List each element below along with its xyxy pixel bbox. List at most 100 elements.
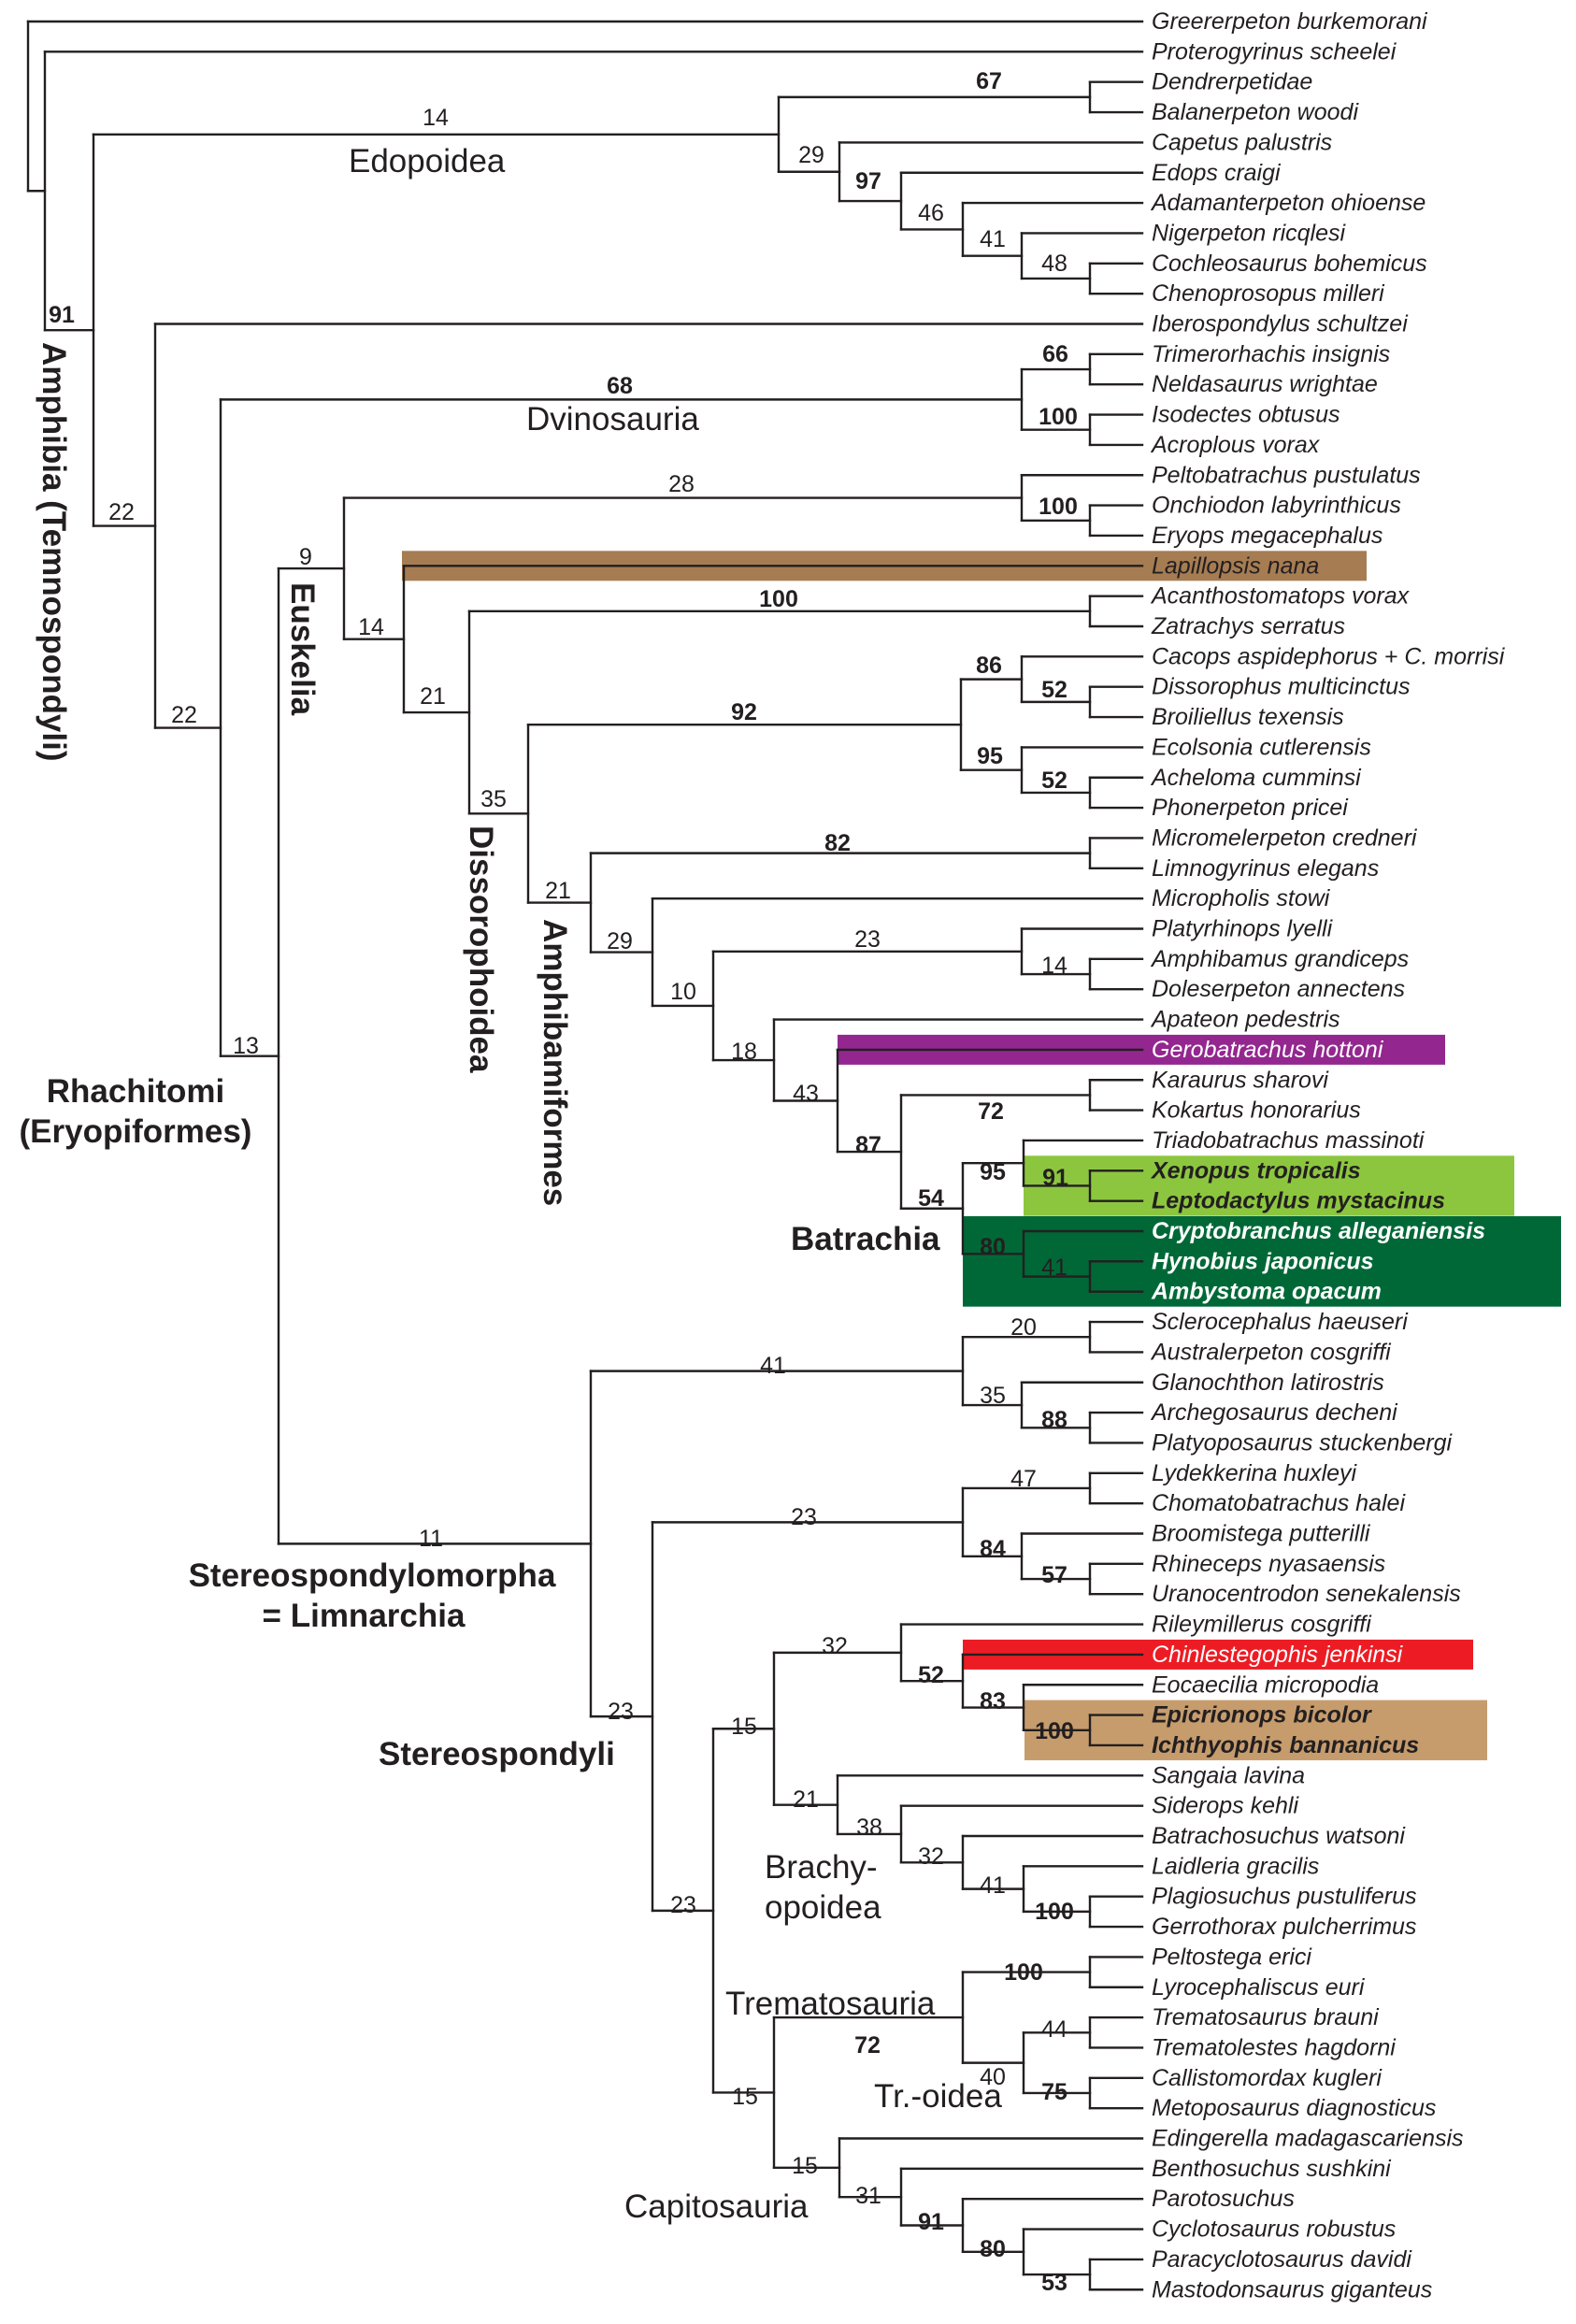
support-value: 21 [793,1786,819,1813]
taxon-label: Chomatobatrachus halei [1152,1490,1406,1516]
taxon-label: Gerobatrachus hottoni [1152,1037,1384,1063]
taxon-label: Parotosuchus [1152,2186,1295,2212]
taxon-label: Nigerpeton ricqlesi [1152,220,1346,246]
support-value: 92 [731,699,757,725]
support-value: 100 [1039,494,1078,520]
support-value: 23 [854,926,881,953]
support-value: 28 [668,471,695,497]
taxon-label: Epicrionops bicolor [1152,1702,1372,1729]
gymnophiona-highlight [1024,1700,1487,1760]
support-value: 10 [670,979,696,1005]
taxon-label: Paracyclotosaurus davidi [1152,2246,1412,2273]
taxon-label: Xenopus tropicalis [1150,1157,1361,1184]
support-value: 100 [759,586,798,612]
taxon-label: Neldasaurus wrightae [1152,371,1378,397]
support-value: 15 [792,2153,818,2179]
support-value: 21 [545,878,571,904]
taxon-label: Sclerocephalus haeuseri [1152,1309,1409,1335]
support-value: 21 [420,683,446,710]
taxon-label: Triadobatrachus massinoti [1152,1127,1426,1154]
clade-label-dissorophoidea: Dissorophoidea [463,825,499,1073]
support-value: 41 [760,1353,786,1379]
taxon-label: Metoposaurus diagnosticus [1152,2095,1436,2121]
clade-label-edopoidea: Edopoidea [349,143,506,179]
clade-label-euskelia: Euskelia [284,582,321,716]
support-value: 40 [980,2064,1006,2090]
taxon-label: Batrachosuchus watsoni [1152,1823,1406,1849]
support-value: 23 [791,1504,817,1530]
support-value: 35 [980,1383,1006,1409]
taxon-label: Onchiodon labyrinthicus [1152,493,1401,519]
taxon-label: Edingerella madagascariensis [1152,2126,1464,2152]
taxon-label: Eryops megacephalus [1152,523,1383,549]
taxon-label: Limnogyrinus elegans [1152,855,1379,882]
support-value: 35 [480,786,507,812]
support-value: 91 [918,2209,944,2235]
clade-labels: Edopoidea Dvinosauria Amphibia (Temnospo… [20,143,1003,2225]
support-value: 23 [608,1699,634,1725]
taxon-label: Australerpeton cosgriffi [1150,1339,1392,1365]
taxon-label: Kokartus honorarius [1152,1097,1361,1124]
support-value: 57 [1041,1562,1067,1588]
support-value: 13 [233,1033,259,1059]
support-value: 32 [918,1843,944,1870]
support-value: 46 [918,200,944,226]
taxon-label: Apateon pedestris [1150,1007,1340,1033]
support-value: 32 [822,1633,848,1659]
support-value: 82 [824,830,851,856]
support-value: 72 [854,2032,881,2059]
clade-label-dvinosauria: Dvinosauria [526,401,699,438]
taxon-label: Mastodonsaurus giganteus [1152,2276,1432,2302]
clade-label-eryopiformes: (Eryopiformes) [20,1113,252,1150]
taxon-label: Trimerorhachis insignis [1152,341,1390,367]
support-value: 91 [1042,1165,1068,1191]
clade-label-batrachia: Batrachia [791,1221,940,1257]
taxon-label: Cyclotosaurus robustus [1152,2216,1396,2243]
taxon-label: Cryptobranchus alleganiensis [1152,1218,1485,1244]
taxon-label: Callistomordax kugleri [1152,2065,1383,2091]
taxon-label: Edops craigi [1152,160,1282,186]
taxon-label: Rileymillerus cosgriffi [1152,1612,1372,1638]
taxon-label: Plagiosuchus pustuliferus [1152,1884,1417,1910]
taxon-label: Eocaecilia micropodia [1152,1671,1379,1698]
support-value: 47 [1010,1466,1037,1492]
support-value: 54 [918,1185,944,1212]
support-value: 41 [1041,1255,1067,1281]
taxon-label: Isodectes obtusus [1152,402,1340,428]
support-value: 95 [977,743,1003,769]
taxon-label: Capetus palustris [1152,129,1332,155]
taxon-label: Leptodactylus mystacinus [1152,1188,1445,1214]
taxon-label: Benthosuchus sushkini [1152,2156,1392,2182]
clade-label-rhachitomi: Rhachitomi [47,1073,225,1110]
support-value: 100 [1039,404,1078,430]
taxon-label: Greererpeton burkemorani [1152,8,1428,35]
taxon-label: Acanthostomatops vorax [1150,583,1411,610]
clade-label-brachyopoidea-1: Brachy- [765,1849,878,1886]
support-value: 41 [980,1872,1006,1899]
support-value: 29 [798,142,824,168]
support-value: 22 [108,499,135,525]
taxon-label: Iberospondylus schultzei [1152,311,1409,337]
support-value: 52 [1041,677,1067,703]
support-value: 83 [980,1688,1006,1714]
taxon-label: Hynobius japonicus [1152,1248,1374,1274]
taxon-label: Broiliellus texensis [1152,704,1344,730]
support-value: 91 [49,302,75,328]
clade-label-limnarchia: = Limnarchia [263,1598,466,1634]
support-value: 20 [1010,1314,1037,1341]
support-value: 38 [856,1815,882,1841]
clade-label-amphibia: Amphibia (Temnospondyli) [36,342,72,762]
support-value: 15 [732,2084,758,2110]
support-value: 84 [980,1536,1006,1562]
taxon-label: Ecolsonia cutlerensis [1152,734,1371,760]
taxon-label: Adamanterpeton ohioense [1150,190,1426,216]
support-value: 41 [980,226,1006,252]
taxon-label: Lyrocephaliscus euri [1152,1974,1366,2001]
taxon-label: Rhineceps nyasaensis [1152,1551,1385,1577]
support-value: 95 [980,1159,1006,1185]
anura-highlight [1024,1155,1514,1216]
taxon-label: Doleserpeton annectens [1152,976,1405,1002]
taxon-label: Trematosaurus brauni [1152,2004,1380,2030]
